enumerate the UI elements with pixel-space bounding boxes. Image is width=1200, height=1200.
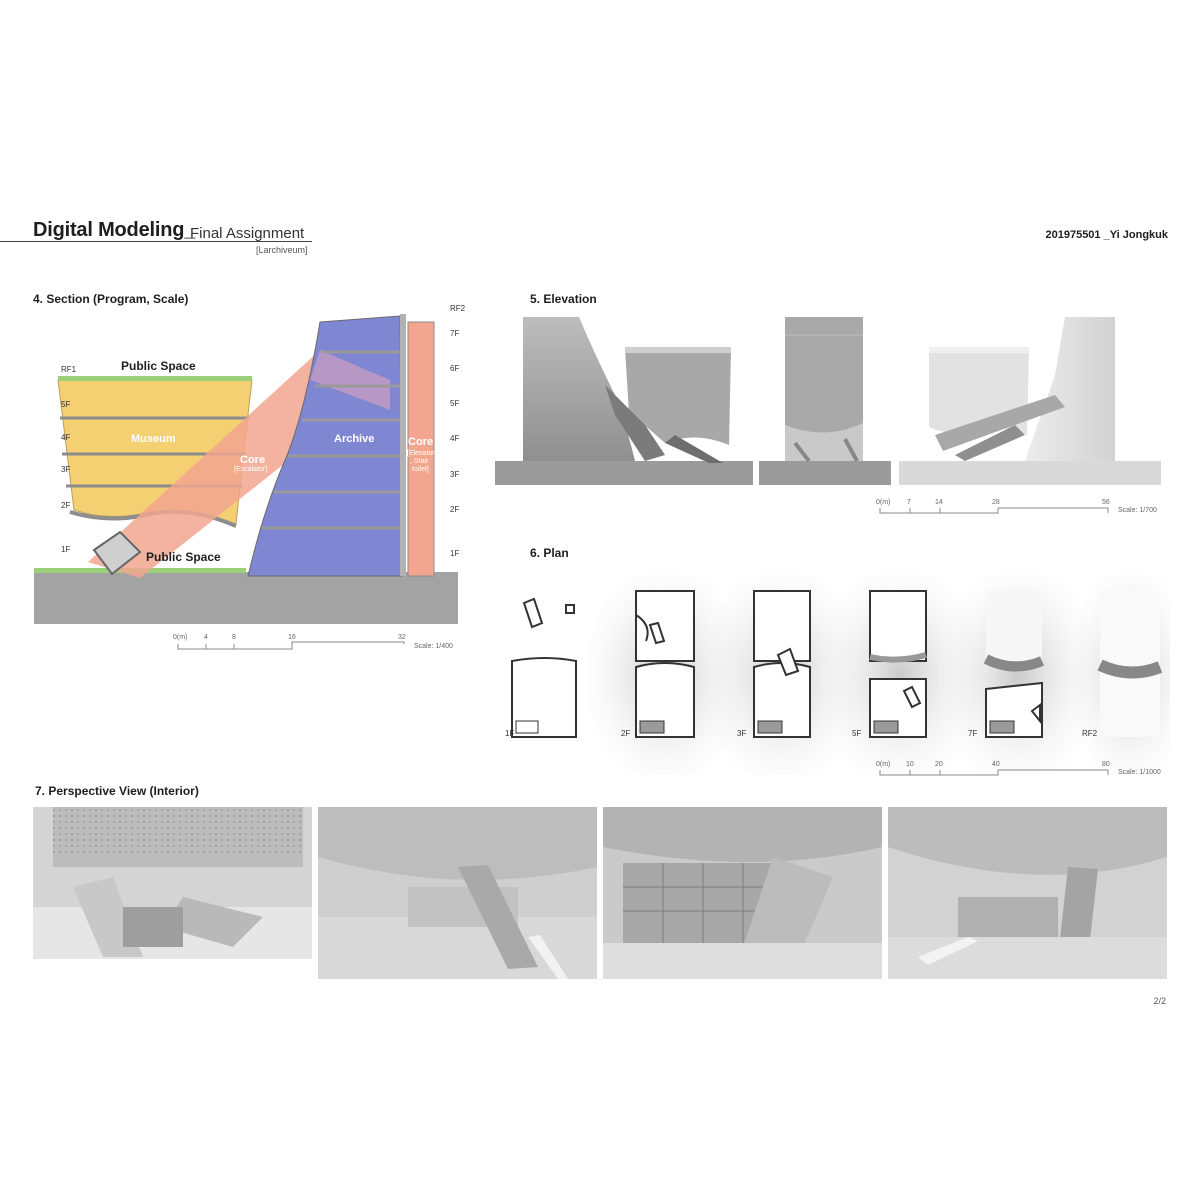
scale-tick: 32 xyxy=(398,634,406,641)
label-archive: Archive xyxy=(334,433,374,445)
plan-floor-label: 2F xyxy=(621,729,631,738)
project-name: [Larchiveum] xyxy=(256,245,308,255)
elevation-c xyxy=(899,317,1161,485)
section-heading: 4. Section (Program, Scale) xyxy=(33,292,189,306)
label-public-bottom: Public Space xyxy=(146,550,221,564)
scale-tick: 0(m) xyxy=(876,761,891,768)
scale-tick: 28 xyxy=(992,499,1000,506)
elevation-b xyxy=(759,317,891,485)
plan-drawings xyxy=(511,575,1170,775)
level-label: 4F xyxy=(61,433,71,442)
plan-5f xyxy=(869,590,927,738)
plan-floor-label: 5F xyxy=(852,729,862,738)
level-label: 5F xyxy=(61,400,71,409)
level-label: 2F xyxy=(450,505,460,514)
plan-rf2 xyxy=(1097,591,1163,737)
label-core-vertical-sub2: , Stair xyxy=(410,458,429,465)
scale-tick: 16 xyxy=(288,634,296,641)
plan-heading: 6. Plan xyxy=(530,546,569,560)
level-label: 6F xyxy=(450,364,460,373)
author-id: 201975501 _Yi Jongkuk xyxy=(1045,229,1168,241)
level-label: 3F xyxy=(61,465,71,474)
label-core-vertical-sub3: toilet] xyxy=(412,466,429,473)
scale-label: Scale: 1/400 xyxy=(414,643,453,650)
scale-tick: 7 xyxy=(907,499,911,506)
page-subtitle: Final Assignment xyxy=(190,225,305,242)
scale-tick: 40 xyxy=(992,761,1000,768)
label-public-top: Public Space xyxy=(121,359,196,373)
label-core-escalator: Core xyxy=(240,454,265,466)
scale-tick: 56 xyxy=(1102,499,1110,506)
level-label: 1F xyxy=(450,549,460,558)
level-label: 3F xyxy=(450,470,460,479)
title-text: Digital Modeling xyxy=(33,219,185,241)
perspective-view-3 xyxy=(603,807,882,979)
elevation-heading: 5. Elevation xyxy=(530,292,597,306)
plan-floor-label: 3F xyxy=(737,729,747,738)
green-roof xyxy=(58,376,252,381)
level-label: 4F xyxy=(450,434,460,443)
scale-tick: 0(m) xyxy=(876,499,891,506)
plan-scale-bar xyxy=(879,769,1109,776)
level-label: RF1 xyxy=(61,365,77,374)
page-number: 2/2 xyxy=(1153,996,1166,1006)
plan-1f xyxy=(511,597,577,738)
scale-tick: 20 xyxy=(935,761,943,768)
level-label: RF2 xyxy=(450,304,466,313)
plan-floor-label: RF2 xyxy=(1082,729,1098,738)
page-title: Digital Modeling_ xyxy=(33,219,195,242)
plan-2f xyxy=(635,590,695,738)
scale-label: Scale: 1/700 xyxy=(1118,507,1157,514)
label-core-vertical: Core xyxy=(408,436,433,448)
perspective-view-2 xyxy=(318,807,597,979)
section-drawing: Public Space Museum Core [Escalator] Arc… xyxy=(34,314,458,624)
vertical-core xyxy=(407,321,435,577)
title-underscore: _ xyxy=(184,219,196,241)
level-label: 5F xyxy=(450,399,460,408)
scale-tick: 4 xyxy=(204,634,208,641)
label-museum: Museum xyxy=(131,433,176,445)
scale-tick: 8 xyxy=(232,634,236,641)
label-core-vertical-sub1: [Elevator xyxy=(407,450,435,457)
title-underline xyxy=(0,241,312,242)
perspective-view-1 xyxy=(33,807,312,959)
plan-7f xyxy=(983,591,1044,738)
plan-floor-label: 7F xyxy=(968,729,978,738)
elevation-scale-bar xyxy=(879,507,1109,514)
ground-slab xyxy=(34,572,458,624)
level-label: 2F xyxy=(61,501,71,510)
scale-tick: 80 xyxy=(1102,761,1110,768)
elevation-views xyxy=(495,317,1161,485)
scale-tick: 10 xyxy=(906,761,914,768)
scale-label: Scale: 1/1000 xyxy=(1118,769,1161,776)
scale-tick: 14 xyxy=(935,499,943,506)
entry-pavilion xyxy=(92,530,142,576)
plan-floor-label: 1F xyxy=(505,729,515,738)
level-label: 7F xyxy=(450,329,460,338)
elevation-a xyxy=(495,317,753,485)
perspective-heading: 7. Perspective View (Interior) xyxy=(35,784,199,798)
level-label: 1F xyxy=(61,545,71,554)
plan-3f xyxy=(753,590,811,738)
scale-tick: 0(m) xyxy=(173,634,188,641)
perspective-view-4 xyxy=(888,807,1167,979)
section-scale-bar xyxy=(177,641,405,650)
label-core-escalator-sub: [Escalator] xyxy=(234,466,267,473)
